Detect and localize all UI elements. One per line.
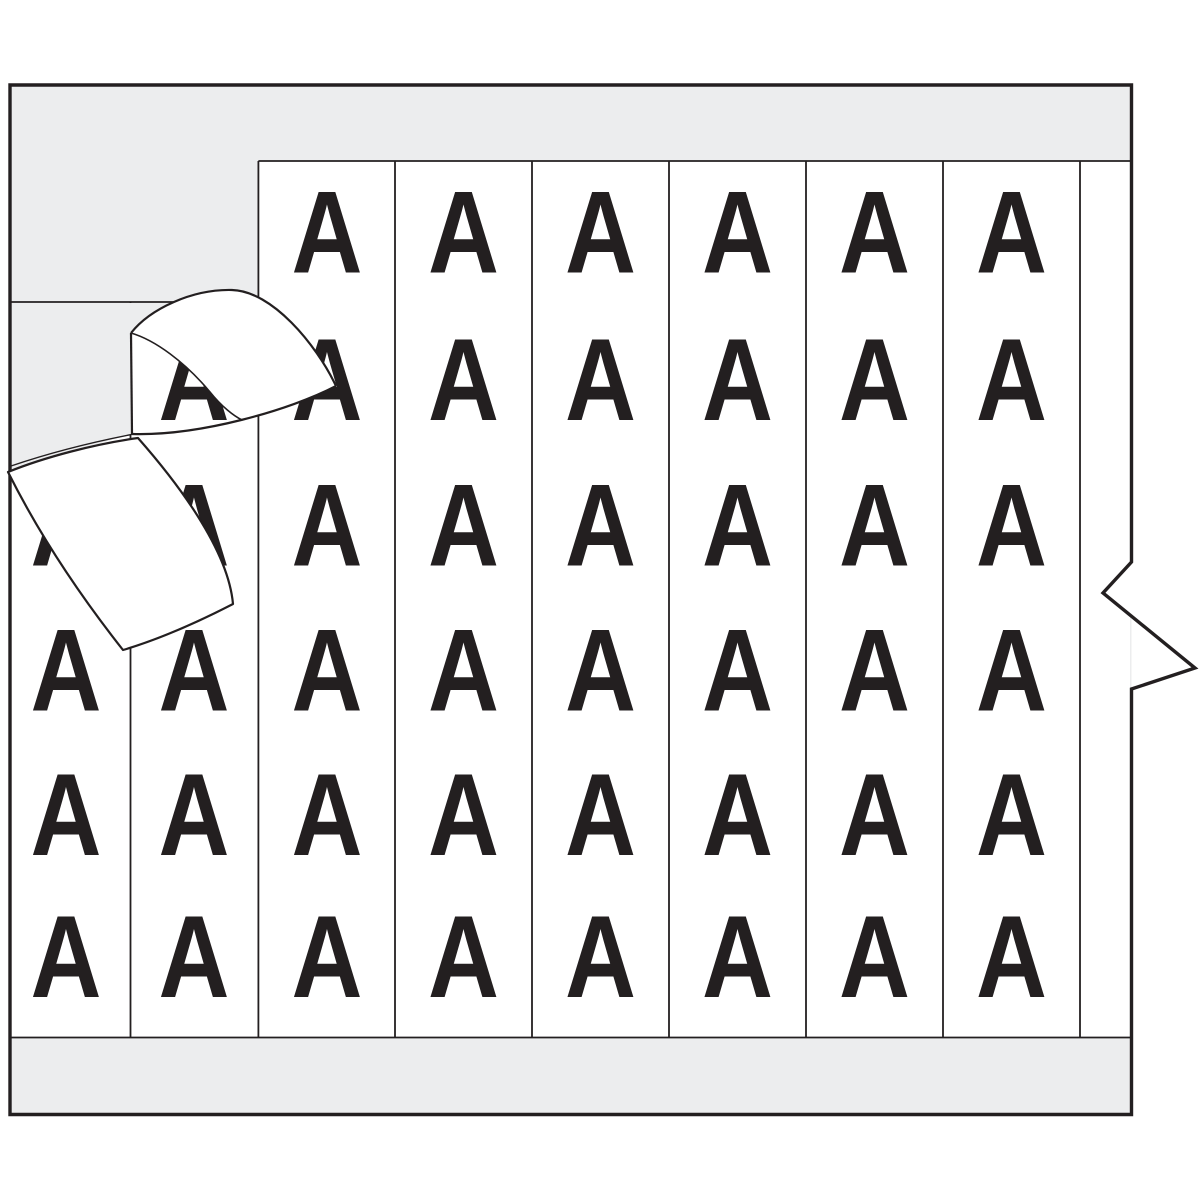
marker-letter-r4-c4: A	[428, 604, 499, 735]
peeling-label-lower-fold-line	[10, 433, 135, 467]
marker-letter-r5-c1: A	[31, 749, 102, 880]
marker-letter-r6-c5: A	[565, 891, 636, 1022]
marker-letter-r1-c7: A	[839, 166, 910, 297]
marker-letter-r6-c1: A	[31, 891, 102, 1022]
marker-letter-r1-c5: A	[565, 166, 636, 297]
peeling-label-upper-end-edge	[129, 332, 134, 435]
marker-letter-r2-c6: A	[702, 314, 773, 445]
pull-tab-fill	[1103, 562, 1195, 689]
marker-letter-r6-c4: A	[428, 891, 499, 1022]
card-border	[8, 83, 1199, 1117]
marker-letter-r5-c7: A	[839, 749, 910, 880]
marker-letter-r3-c7: A	[839, 459, 910, 590]
marker-letter-r4-c6: A	[702, 604, 773, 735]
marker-letter-r6-c2: A	[159, 891, 230, 1022]
marker-letter-r2-c4: A	[428, 314, 499, 445]
marker-letter-r3-c8: A	[976, 459, 1047, 590]
marker-letter-r4-c7: A	[839, 604, 910, 735]
marker-letter-r5-c6: A	[702, 749, 773, 880]
marker-letter-r3-c3: A	[292, 459, 363, 590]
marker-letter-r1-c3: A	[292, 166, 363, 297]
marker-letter-r4-c5: A	[565, 604, 636, 735]
peeling-label-upper-far-edge	[130, 288, 337, 387]
marker-letter-r1-c6: A	[702, 166, 773, 297]
marker-letter-r6-c7: A	[839, 891, 910, 1022]
marker-letter-r4-c1: A	[31, 604, 102, 735]
marker-letter-r5-c5: A	[565, 749, 636, 880]
peeling-label-upper-curl-line	[130, 332, 243, 421]
marker-strip-area-right	[258, 161, 1130, 1038]
marker-letter-r4-c8: A	[976, 604, 1047, 735]
peeling-label-upper-near-edge	[131, 385, 337, 436]
marker-letter-r1-c8: A	[976, 166, 1047, 297]
marker-letter-r5-c2: A	[159, 749, 230, 880]
peeling-label-lower	[6, 436, 235, 652]
marker-letter-r2-c7: A	[839, 314, 910, 445]
marker-letter-r5-c8: A	[976, 749, 1047, 880]
peeling-label-upper	[131, 289, 336, 420]
exposed-liner-wedge	[10, 303, 177, 471]
marker-letter-r2-c5: A	[565, 314, 636, 445]
marker-letter-r4-c3: A	[292, 604, 363, 735]
marker-letter-r3-c6: A	[702, 459, 773, 590]
marker-letter-r6-c8: A	[976, 891, 1047, 1022]
marker-letter-r6-c3: A	[292, 891, 363, 1022]
marker-letter-r2-c8: A	[976, 314, 1047, 445]
marker-letter-r1-c4: A	[428, 166, 499, 297]
marker-letter-r3-c5: A	[565, 459, 636, 590]
marker-letter-r3-c4: A	[428, 459, 499, 590]
marker-letter-r5-c4: A	[428, 749, 499, 880]
marker-letter-r6-c6: A	[702, 891, 773, 1022]
marker-letter-r5-c3: A	[292, 749, 363, 880]
